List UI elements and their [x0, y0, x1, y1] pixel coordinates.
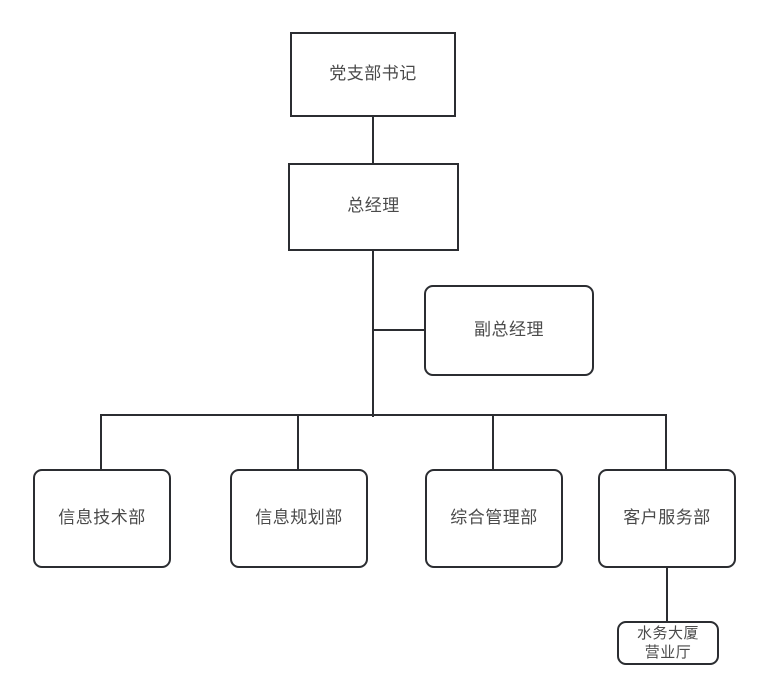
org-node-label: 信息技术部: [58, 507, 146, 528]
org-node-customer-dept[interactable]: 客户服务部: [598, 469, 736, 568]
org-node-label: 党支部书记: [329, 63, 417, 84]
org-node-admin-dept[interactable]: 综合管理部: [425, 469, 563, 568]
org-node-label: 信息规划部: [255, 507, 343, 528]
org-node-label: 客户服务部: [623, 507, 711, 528]
org-node-label: 水务大厦 营业厅: [636, 624, 699, 661]
org-node-label: 副总经理: [474, 319, 544, 340]
org-node-planning-dept[interactable]: 信息规划部: [230, 469, 368, 568]
org-node-label: 总经理: [347, 196, 400, 217]
org-node-service-hall[interactable]: 水务大厦 营业厅: [617, 621, 719, 665]
org-node-deputy-manager[interactable]: 副总经理: [424, 285, 594, 376]
org-node-party-secretary[interactable]: 党支部书记: [290, 32, 456, 117]
org-node-general-manager[interactable]: 总经理: [288, 163, 459, 251]
org-node-it-dept[interactable]: 信息技术部: [33, 469, 171, 568]
org-node-label: 综合管理部: [450, 507, 538, 528]
